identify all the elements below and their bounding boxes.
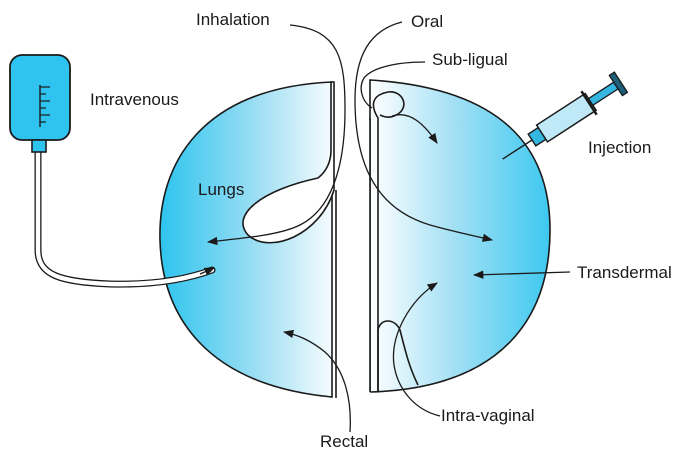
- iv-bag-icon: [10, 55, 70, 152]
- label-intravenous: Intravenous: [90, 90, 179, 110]
- label-sublingual: Sub-ligual: [432, 50, 508, 70]
- label-transdermal: Transdermal: [577, 263, 672, 283]
- body-right-half: [370, 80, 550, 392]
- label-intravaginal: Intra-vaginal: [441, 406, 535, 426]
- label-inhalation: Inhalation: [196, 10, 270, 30]
- label-injection: Injection: [588, 138, 651, 158]
- label-rectal: Rectal: [320, 432, 368, 452]
- label-lungs: Lungs: [198, 180, 244, 200]
- label-oral: Oral: [411, 12, 443, 32]
- body-left-half: [160, 82, 332, 397]
